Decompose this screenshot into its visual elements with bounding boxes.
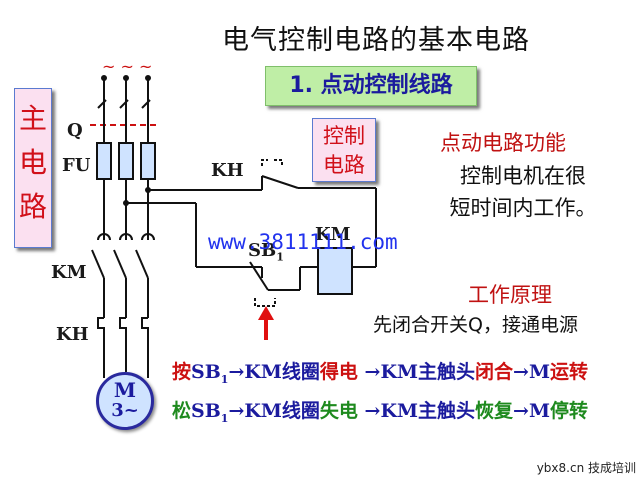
principle-description: 先闭合开关Q，接通电源 [373, 314, 578, 336]
main-circuit-char-2: 电 [18, 146, 47, 179]
corner-watermark: ybx8.cn 技成培训 [536, 461, 636, 475]
function-description: 控制电机在很 短时间内工作。 [423, 160, 623, 224]
function-desc-line-2: 短时间内工作。 [449, 196, 597, 220]
junction-dot-1 [145, 187, 151, 193]
label-q: Q [67, 120, 83, 141]
label-fu: FU [62, 155, 91, 176]
kh-thermal-element [97, 317, 149, 338]
phase-lines-mid [103, 114, 149, 240]
label-km-main: KM [51, 262, 87, 283]
km-coil [317, 247, 353, 295]
junction-dot-2 [123, 200, 129, 206]
motor-feed-lines [103, 338, 149, 378]
label-sb1: SB1 [248, 240, 284, 264]
page-title: 电气控制电路的基本电路 [222, 25, 530, 56]
watermark-url: www.3811111.com [208, 230, 398, 254]
km-main-contacts [91, 233, 155, 318]
function-title: 点动电路功能 [440, 131, 566, 155]
main-circuit-char-3: 路 [18, 190, 47, 223]
motor-symbol: M 3~ [96, 372, 154, 430]
switch-q [97, 99, 151, 109]
phase-lines-top [103, 78, 149, 114]
control-circuit-line-1: 控制 [323, 124, 365, 148]
main-circuit-label: 主 电 路 [14, 88, 52, 248]
label-km-coil: KM [315, 224, 351, 245]
phase-symbol-text: ~ ~ ~ [102, 57, 152, 76]
principle-title: 工作原理 [468, 283, 552, 307]
kh-nc-contact [261, 159, 376, 190]
function-desc-line-1: 控制电机在很 [460, 164, 586, 188]
sb1-pushbutton [249, 261, 318, 307]
label-kh-ctrl: KH [211, 160, 244, 181]
subtitle-banner: 1. 点动控制线路 [265, 66, 477, 106]
motor-line-2: 3~ [111, 400, 139, 421]
control-return-wire [352, 188, 377, 268]
control-circuit-label: 控制 电路 [312, 118, 376, 182]
fuses-fu [96, 142, 156, 180]
main-circuit-char-1: 主 [18, 102, 47, 135]
control-circuit-line-2: 电路 [323, 153, 365, 177]
label-kh-main: KH [56, 324, 89, 345]
press-arrow [258, 306, 274, 340]
sequence-row-release: 松SB1→KM线圈失电 →KM主触头恢复→M停转 [172, 400, 589, 425]
control-feed-wire [126, 189, 262, 268]
motor-line-1: M [113, 378, 137, 402]
sequence-row-press: 按SB1→KM线圈得电 →KM主触头闭合→M运转 [172, 361, 589, 386]
